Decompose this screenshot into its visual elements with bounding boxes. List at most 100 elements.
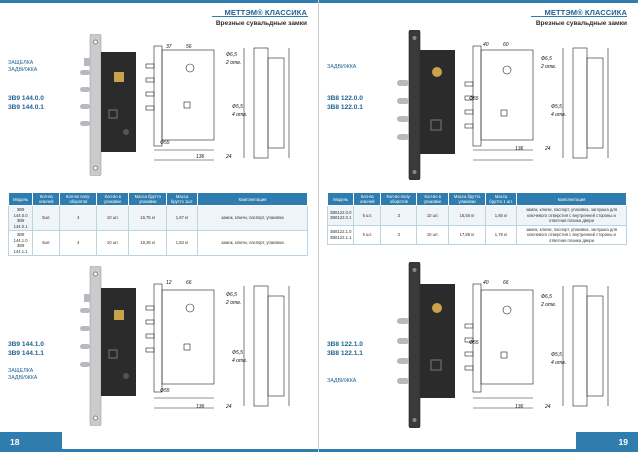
- dim-label: Ф6,5: [226, 52, 237, 58]
- dim-label: Ф55: [469, 340, 479, 346]
- table-cell: 3: [380, 205, 418, 226]
- table-cell: замок, ключи, паспорт, упаковка, заглушк…: [516, 205, 627, 226]
- dim-label: 136: [515, 404, 524, 410]
- dim-label: 136: [196, 404, 205, 410]
- dim-label: 56: [186, 44, 192, 50]
- model-code: 3В9 144.1.1: [8, 350, 44, 357]
- col-header: Масса брутто упаковки: [448, 192, 487, 206]
- function-tag: ЗАЩЕЛКА ЗАДВИЖКА: [8, 368, 37, 382]
- table-cell: 3В9 144.0.0 3В9 144.0.1: [7, 205, 34, 231]
- table-row: 3В8122.0.0 3В8122.0.1 5 шт. 3 10 шт. 16,…: [326, 205, 627, 226]
- lock-photo: [80, 34, 136, 176]
- table-cell: 1,67 кг: [166, 205, 198, 231]
- header-title: МЕТТЭМ® КЛАССИКА: [224, 8, 307, 17]
- table-cell: 1,78 кг: [485, 224, 517, 245]
- table-cell: 3В9 144.1.0 3В9 144.1.1: [7, 230, 34, 256]
- table-cell: 5 шт.: [353, 205, 382, 226]
- col-header: Масса брутто 1 шт.: [485, 192, 517, 206]
- dim-label: 2 отв.: [541, 64, 557, 70]
- col-header: Комплектация: [197, 192, 308, 206]
- tag-line: ЗАДВИЖКА: [8, 375, 38, 381]
- dim-label: 2 отв.: [226, 300, 242, 306]
- table-cell: замок, ключи, паспорт, упаковка, заглушк…: [516, 224, 627, 245]
- technical-drawing: [464, 283, 609, 409]
- top-accent-bar: [0, 0, 318, 3]
- lock-photo: [80, 266, 136, 426]
- model-codes: 3В8 122.1.0 3В8 122.1.1: [327, 340, 363, 358]
- table-cell: 5шт.: [32, 205, 61, 231]
- col-header: Масса брутто 1шт.: [166, 192, 198, 206]
- page-number: 18: [0, 432, 62, 452]
- function-tag: ЗАЩЕЛКА ЗАДВИЖКА: [8, 60, 37, 74]
- model-code: 3В9 144.0.1: [8, 104, 44, 111]
- model-code: 3В9 144.0.0: [8, 95, 44, 102]
- model-code: 3В8 122.0.0: [327, 95, 363, 102]
- lock-photo: [397, 30, 455, 180]
- model-codes: 3В9 144.1.0 3В9 144.1.1: [8, 340, 44, 358]
- function-tag: ЗАДВИЖКА: [327, 378, 356, 385]
- dim-label: Ф5,5: [551, 352, 562, 358]
- table-cell: 18,35 кг: [128, 230, 168, 256]
- page-right: МЕТТЭМ® КЛАССИКА Врезные сувальдные замк…: [319, 0, 638, 452]
- col-header: Кол-во полу-оборотов: [59, 192, 98, 206]
- tag-line: ЗАДВИЖКА: [327, 64, 357, 70]
- col-header: Кол-во полу-оборотов: [380, 192, 418, 206]
- table-row: 3В9 144.1.0 3В9 144.1.1 5шт. 4 10 шт. 18…: [7, 230, 308, 256]
- dim-label: 4 отв.: [232, 358, 248, 364]
- dim-label: Ф5,5: [551, 104, 562, 110]
- dim-label: Ф6,5: [226, 292, 237, 298]
- bottom-accent-bar: [62, 449, 318, 452]
- sidebar: ЗАЩЕЛКА ЗАДВИЖКА 3В9 144.0.0 3В9 144.0.1…: [0, 38, 62, 438]
- table-row: 3В8122.1.0 3В8122.1.1 5 шт. 3 10 шт. 17,…: [326, 224, 627, 245]
- header-title: МЕТТЭМ® КЛАССИКА: [544, 8, 627, 17]
- sidebar: ЗАДВИЖКА 3В8 122.0.0 3В8 122.0.1 3В8 122…: [319, 38, 381, 438]
- table-cell: 3В8122.0.0 3В8122.0.1: [326, 205, 355, 226]
- spec-table: Модель Кол-во ключей Кол-во полу-оборото…: [326, 192, 627, 245]
- col-header: Кол-во ключей: [353, 192, 382, 206]
- header-subtitle: Врезные сувальдные замки: [215, 20, 307, 27]
- model-code: 3В8 122.1.1: [327, 350, 363, 357]
- table-cell: 10 шт.: [416, 205, 450, 226]
- dim-label: Ф55: [160, 140, 170, 146]
- dim-label: 4 отв.: [551, 360, 567, 366]
- table-cell: 1,65 кг: [485, 205, 517, 226]
- dim-label: Ф55: [160, 388, 170, 394]
- dim-label: Ф5,5: [232, 104, 243, 110]
- dim-label: 24: [545, 404, 551, 410]
- dim-label: Ф6,5: [541, 56, 552, 62]
- table-cell: замок, ключи, паспорт, упаковка: [197, 205, 308, 231]
- table-row: 3В9 144.0.0 3В9 144.0.1 5шт. 4 10 шт. 16…: [7, 205, 308, 231]
- table-cell: 10 шт.: [96, 205, 130, 231]
- col-header: Комплектация: [516, 192, 627, 206]
- dim-label: 12: [166, 280, 172, 286]
- table-cell: 16,55 кг: [448, 205, 487, 226]
- col-header: Масса брутто упаковки: [128, 192, 168, 206]
- table-header-row: Модель Кол-во ключей Кол-во полу-оборото…: [326, 192, 627, 206]
- dim-label: 37: [166, 44, 172, 50]
- tag-line: ЗАЩЕЛКА: [8, 368, 34, 374]
- top-accent-bar: [319, 0, 638, 3]
- table-cell: 17,85 кг: [448, 224, 487, 245]
- technical-drawing: [145, 45, 290, 161]
- tag-line: ЗАДВИЖКА: [8, 67, 38, 73]
- dim-label: 60: [503, 42, 509, 48]
- dim-label: 136: [196, 154, 205, 160]
- dim-label: 66: [503, 280, 509, 286]
- model-codes: 3В8 122.0.0 3В8 122.0.1: [327, 94, 363, 112]
- tag-line: ЗАЩЕЛКА: [8, 60, 34, 66]
- lock-photo: [397, 262, 455, 428]
- dim-label: 4 отв.: [551, 112, 567, 118]
- dim-label: 40: [483, 42, 489, 48]
- technical-drawing: [145, 283, 290, 409]
- dim-label: Ф55: [469, 96, 479, 102]
- dim-label: Ф6,5: [541, 294, 552, 300]
- table-header-row: Модель Кол-во ключей Кол-во полу-оборото…: [7, 192, 308, 206]
- bottom-accent-bar: [319, 449, 576, 452]
- dim-label: 24: [226, 154, 232, 160]
- table-cell: 1,83 кг: [166, 230, 198, 256]
- col-header: Кол-во в упаковке: [416, 192, 450, 206]
- dim-label: 2 отв.: [226, 60, 242, 66]
- header-subtitle: Врезные сувальдные замки: [535, 20, 627, 27]
- dim-label: 24: [226, 404, 232, 410]
